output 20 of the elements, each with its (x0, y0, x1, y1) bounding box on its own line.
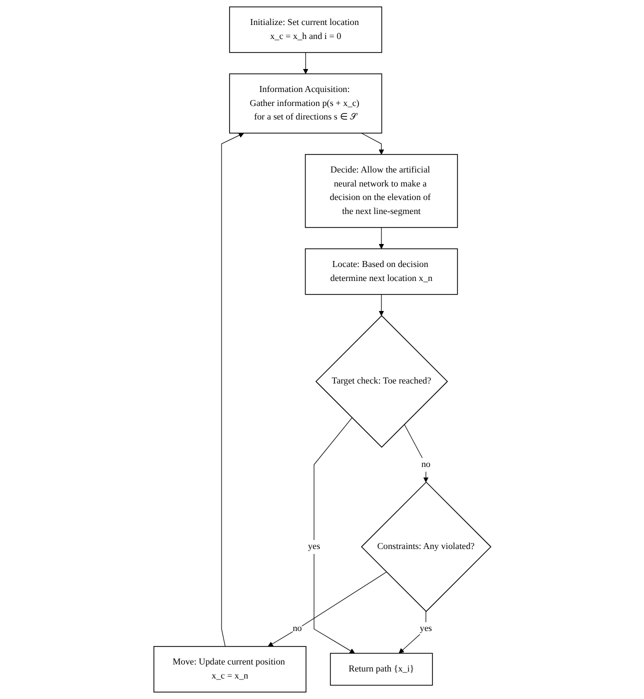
node-box: Return path {x_i} (330, 652, 432, 686)
arrow (267, 572, 386, 647)
node-diamond: Target check: Toe reached? (315, 315, 448, 448)
node-box: Information Acquisition: Gather information p(s + x_c) for a set of directions s ∈ 𝒮 (228, 73, 382, 134)
arrow (378, 227, 384, 250)
arrow (360, 132, 384, 155)
edge-label: yes (419, 624, 432, 634)
edge-label: no (420, 460, 430, 470)
edge-label: no (292, 624, 302, 634)
arrow (220, 132, 244, 647)
node-box: Locate: Based on decision determine next location x_n (304, 248, 458, 295)
edge-label: yes (308, 542, 320, 552)
node-box: Initialize: Set current location x_c = x_h and i = 0 (228, 6, 382, 53)
arrow (302, 52, 308, 74)
node-box: Move: Update current position x_c = x_n (153, 646, 306, 692)
node-box: Decide: Allow the artificial neural network to make a decision on the elevation of the next line-segment (304, 154, 458, 228)
arrow (404, 424, 428, 482)
arrow (378, 294, 384, 316)
node-diamond: Constraints: Any violated? (360, 482, 492, 612)
arrow (313, 417, 355, 654)
